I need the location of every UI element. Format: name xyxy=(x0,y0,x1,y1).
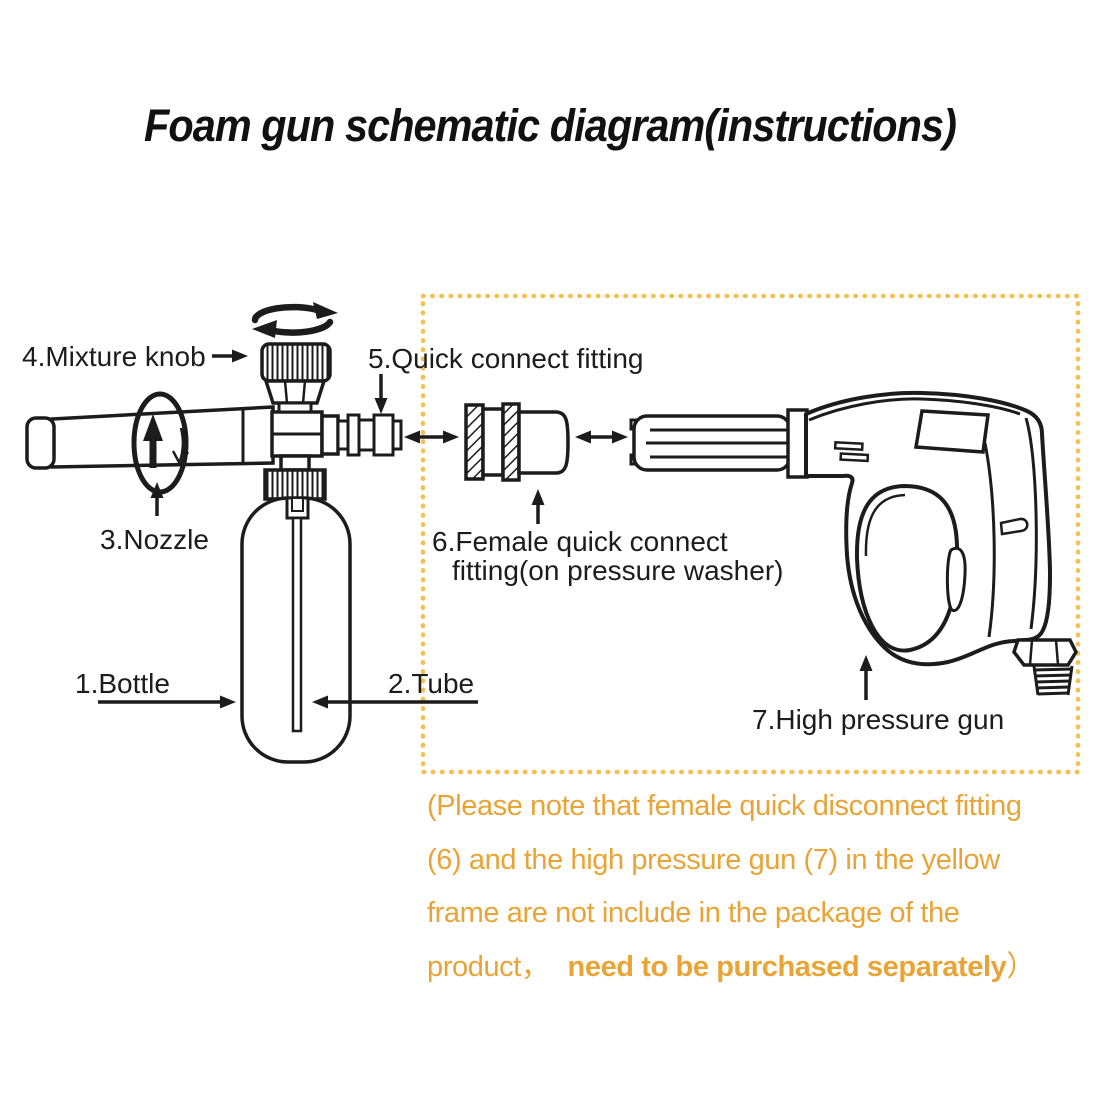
knob-rotation-icon xyxy=(251,302,338,338)
arrow-mixture-knob xyxy=(212,349,248,363)
note-line-3: frame are not include in the package of … xyxy=(427,897,960,929)
label-nozzle: 3.Nozzle xyxy=(100,524,209,555)
arrow-nozzle xyxy=(150,482,164,516)
gun-latch xyxy=(999,517,1029,536)
note-line-2: (6) and the high pressure gun (7) in the… xyxy=(427,843,1000,876)
bottle-cap xyxy=(263,468,327,501)
label-female-quick-connect-1: 6.Female quick connect xyxy=(432,526,728,557)
valve-step xyxy=(320,414,340,456)
cap-neck xyxy=(279,454,311,472)
trigger xyxy=(945,546,967,613)
label-quick-connect: 5.Quick connect fitting xyxy=(368,343,643,374)
note-line-4-prefix: product， xyxy=(427,950,550,983)
page-title: Foam gun schematic diagram(instructions) xyxy=(143,100,957,151)
note-line-4: product， need to be purchased separately） xyxy=(427,941,1087,995)
arrow-bottle xyxy=(98,695,236,709)
gun-vents xyxy=(833,440,870,463)
yellow-frame xyxy=(420,293,1081,775)
label-female-quick-connect-2: fitting(on pressure washer) xyxy=(452,555,783,586)
label-high-pressure-gun: 7.High pressure gun xyxy=(752,704,1004,735)
female-quick-connect xyxy=(464,402,570,482)
male-quick-connect xyxy=(346,413,403,457)
mixture-knob xyxy=(260,342,332,414)
note-line-1: (Please note that female quick disconnec… xyxy=(427,790,1022,822)
connect-arrow-right xyxy=(575,430,628,444)
arrow-quick-connect xyxy=(374,374,388,414)
disclaimer-note: (Please note that female quick disconnec… xyxy=(427,780,1087,994)
nozzle-tip xyxy=(25,416,56,470)
lance-cone xyxy=(50,405,275,469)
pressure-gun xyxy=(629,390,1079,696)
trigger-guard xyxy=(854,483,960,653)
label-mixture-knob: 4.Mixture knob xyxy=(22,341,206,372)
arrow-tube xyxy=(312,695,478,709)
gun-outlet xyxy=(1012,638,1079,696)
arrow-high-pressure-gun xyxy=(859,655,873,700)
tube xyxy=(285,496,310,733)
label-tube: 2.Tube xyxy=(388,668,474,699)
connect-arrow-left xyxy=(404,430,459,444)
foam-lance xyxy=(25,302,403,764)
arrow-female-quick-connect xyxy=(531,489,545,524)
note-line-4-bold: need to be purchased separately xyxy=(567,950,1007,983)
note-line-4-suffix: ） xyxy=(1006,950,1036,983)
label-bottle: 1.Bottle xyxy=(75,668,170,699)
gun-window xyxy=(913,409,990,454)
